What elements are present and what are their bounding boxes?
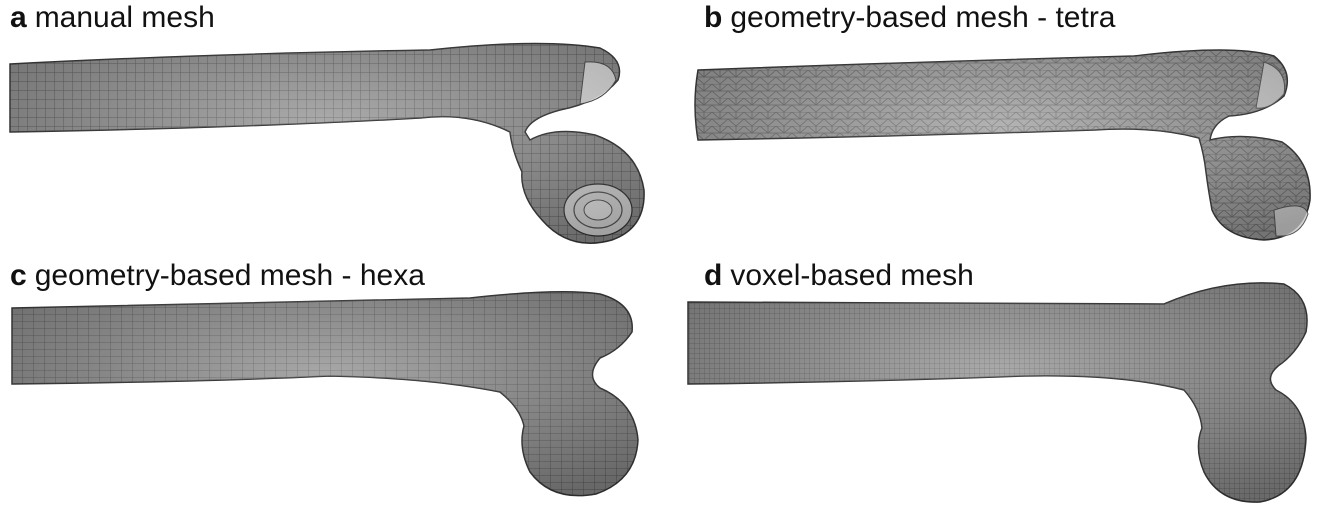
panel-b-title: geometry-based mesh - tetra: [730, 1, 1116, 34]
panel-a-title: manual mesh: [34, 1, 215, 34]
manual-mesh-femur: [9, 42, 645, 244]
hexa-mesh-femur: [11, 291, 639, 497]
panel-d-title: voxel-based mesh: [730, 259, 974, 292]
panel-c-letter: c: [10, 259, 27, 292]
panel-a-letter: a: [10, 1, 27, 34]
panel-b-letter: b: [704, 1, 723, 34]
panel-d-letter: d: [704, 259, 723, 292]
tetra-mesh-femur: [694, 49, 1311, 241]
voxel-mesh-femur: [687, 282, 1308, 503]
panel-c-title: geometry-based mesh - hexa: [34, 259, 425, 292]
